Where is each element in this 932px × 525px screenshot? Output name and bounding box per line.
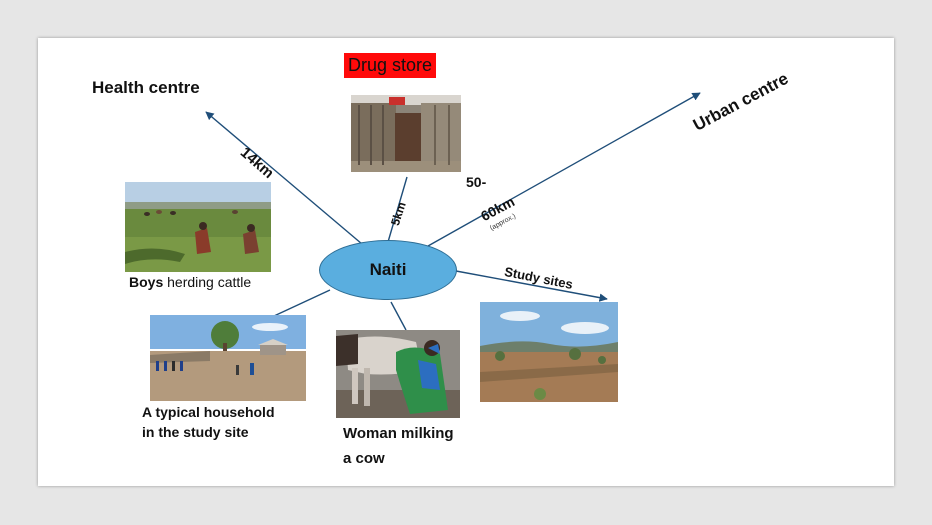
drug-store-label: Drug store (344, 53, 437, 78)
boys-caption-bold: Boys (129, 274, 164, 290)
arrow-to-study-sites (455, 270, 608, 302)
household-caption-line2: in the study site (142, 424, 249, 440)
hub-label: Naiti (369, 260, 407, 279)
health-centre-label: Health centre (92, 78, 200, 97)
boys-caption-rest: herding cattle (163, 274, 252, 290)
woman-caption-line1: Woman milking (343, 425, 454, 442)
woman-milking-photo (336, 330, 460, 418)
household-caption-line1: A typical household (142, 404, 275, 420)
boys-caption: Boys herding cattle (129, 274, 251, 290)
household-photo (150, 315, 306, 401)
arrow-to-urban-centre (427, 92, 701, 247)
arrow-to-health-centre (205, 111, 363, 245)
naiti-hub: Naiti (319, 240, 457, 300)
line-to-drug-store (387, 176, 408, 243)
line-to-household (273, 289, 331, 317)
drug-store-photo (351, 95, 461, 172)
distance-urban-line1: 50- (466, 174, 487, 190)
line-to-woman-milking (390, 301, 407, 331)
woman-caption-line2: a cow (343, 450, 385, 467)
study-sites-photo (480, 302, 618, 402)
boys-herding-photo (125, 182, 271, 272)
